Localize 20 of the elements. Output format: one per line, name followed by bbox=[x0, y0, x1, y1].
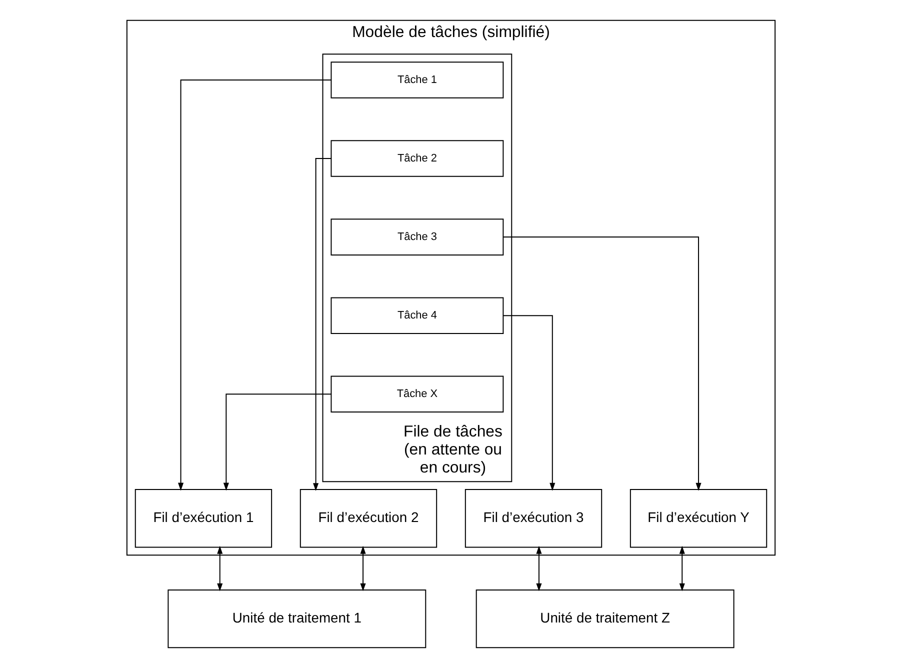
node-box: Tâche 1 bbox=[330, 62, 504, 98]
node-box: Tâche 2 bbox=[330, 140, 504, 177]
node-box: Fil d’exécution 2 bbox=[299, 489, 437, 548]
node-box: Tâche 4 bbox=[330, 297, 504, 334]
node-box: Unité de traitement Z bbox=[475, 589, 734, 648]
node-box: Tâche 3 bbox=[330, 218, 504, 256]
node-box: Fil d’exécution 1 bbox=[134, 489, 272, 548]
arrow bbox=[502, 315, 555, 491]
arrow bbox=[177, 80, 332, 491]
node-box: Unité de traitement 1 bbox=[167, 589, 426, 648]
arrow bbox=[360, 546, 366, 592]
node-box: Fil d’exécution Y bbox=[629, 489, 767, 548]
node-box: Tâche X bbox=[330, 376, 504, 412]
arrow bbox=[536, 546, 542, 592]
arrow bbox=[216, 546, 222, 592]
arrow bbox=[678, 546, 684, 592]
arrow bbox=[312, 158, 332, 492]
arrow bbox=[222, 394, 332, 491]
arrow bbox=[502, 236, 701, 491]
node-box: Fil d’exécution 3 bbox=[464, 489, 602, 548]
